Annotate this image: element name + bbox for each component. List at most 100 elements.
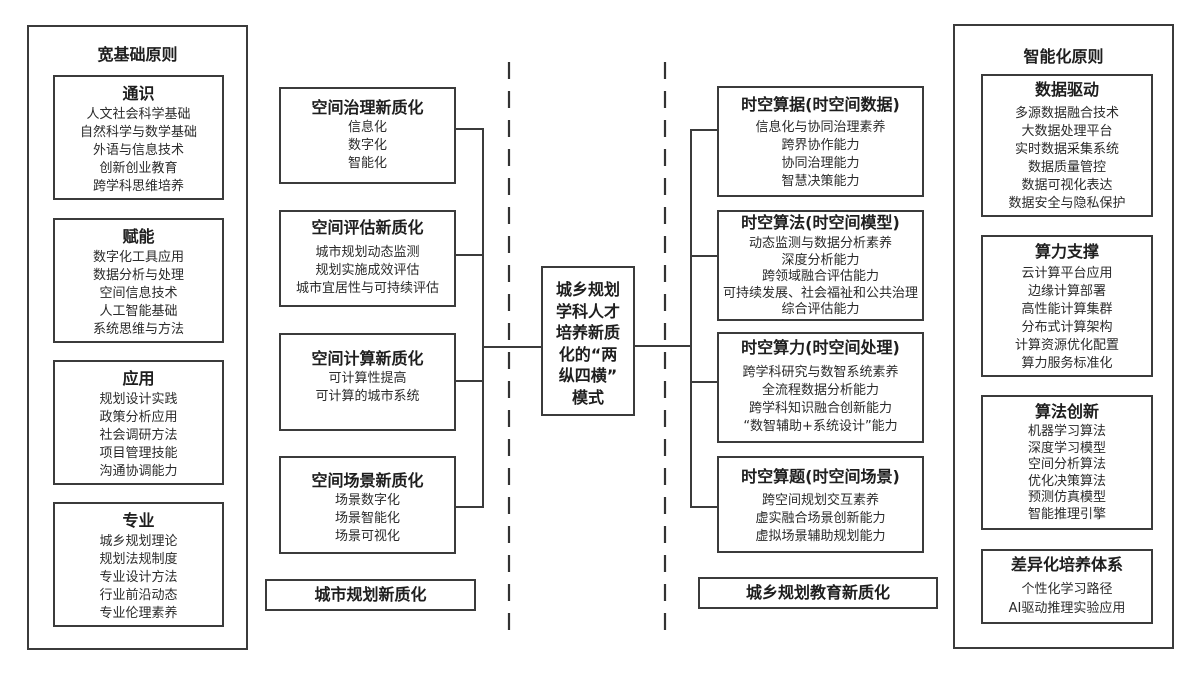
group-item: 个性化学习路径 (1021, 582, 1113, 597)
group-item: 预测仿真模型 (1027, 490, 1106, 506)
group-title: 通识 (122, 84, 155, 103)
group-item: AI驱动推理实验应用 (1008, 601, 1126, 616)
central-model-box: 城乡规划 学科人才 培养新质 化的“两 纵四横” 模式 (541, 266, 635, 416)
group-item: 专业伦理素养 (99, 606, 178, 621)
box-item: 深度分析能力 (781, 252, 860, 268)
box-spatiotemporal-data: 时空算据(时空间数据) 信息化与协同治理素养 跨界协作能力 协同治理能力 智慧决… (717, 86, 924, 197)
group-item: 多源数据融合技术 (1014, 106, 1119, 121)
group-item: 数据质量管控 (1027, 160, 1106, 175)
group-item: 分布式计算架构 (1021, 320, 1113, 335)
box-item: 可计算性提高 (328, 371, 407, 386)
box-item: 城市宜居性与可持续评估 (295, 281, 439, 296)
group-box-application: 应用 规划设计实践 政策分析应用 社会调研方法 项目管理技能 沟通协调能力 (53, 360, 224, 485)
box-spatiotemporal-model: 时空算法(时空间模型) 动态监测与数据分析素养 深度分析能力 跨领域融合评估能力… (717, 210, 924, 321)
group-item: 社会调研方法 (99, 428, 178, 443)
group-item: 人文社会科学基础 (86, 107, 191, 122)
box-spatiotemporal-scenario: 时空算题(时空间场景) 跨空间规划交互素养 虚实融合场景创新能力 虚拟场景辅助规… (717, 456, 924, 553)
box-title: 时空算法(时空间模型) (741, 213, 900, 232)
box-item: 规划实施成效评估 (315, 263, 420, 278)
box-spatial-governance: 空间治理新质化 信息化 数字化 智能化 (279, 87, 456, 184)
central-text-line: 化的“两 (558, 344, 618, 364)
group-item: 数字化工具应用 (92, 250, 184, 265)
group-box-algorithm-innovation: 算法创新 机器学习算法 深度学习模型 空间分析算法 优化决策算法 预测仿真模型 … (981, 395, 1153, 530)
central-text-line: 学科人才 (555, 301, 620, 321)
panel-title: 宽基础原则 (97, 45, 178, 64)
box-item: 智能化 (347, 156, 387, 171)
group-item: 算力服务标准化 (1021, 356, 1113, 371)
panel-title: 智能化原则 (1023, 47, 1104, 66)
group-item: 专业设计方法 (99, 570, 178, 585)
box-item: 信息化 (347, 120, 387, 135)
box-title: 空间治理新质化 (311, 98, 424, 117)
group-title: 赋能 (122, 227, 155, 246)
group-item: 跨学科思维培养 (92, 179, 184, 194)
box-spatial-computation: 空间计算新质化 可计算性提高 可计算的城市系统 (279, 333, 456, 431)
group-title: 数据驱动 (1034, 80, 1099, 99)
box-item: “数智辅助+系统设计”能力 (743, 419, 898, 434)
group-item: 项目管理技能 (99, 446, 178, 461)
group-title: 算力支撑 (1034, 242, 1099, 261)
group-item: 外语与信息技术 (92, 143, 184, 158)
box-item: 综合评估能力 (781, 302, 860, 318)
group-box-empowerment: 赋能 数字化工具应用 数据分析与处理 空间信息技术 人工智能基础 系统思维与方法 (53, 218, 224, 343)
planning-education-label: 城乡规划教育新质化 (698, 577, 938, 609)
box-title: 时空算据(时空间数据) (741, 95, 900, 114)
group-item: 空间分析算法 (1027, 457, 1106, 473)
group-title: 差异化培养体系 (1010, 555, 1123, 574)
group-item: 机器学习算法 (1027, 424, 1106, 439)
group-item: 沟通协调能力 (99, 464, 178, 479)
urban-planning-label: 城市规划新质化 (265, 579, 476, 611)
group-box-differentiated-training: 差异化培养体系 个性化学习路径 AI驱动推理实验应用 (981, 549, 1153, 624)
group-item: 智能推理引擎 (1027, 506, 1106, 522)
group-item: 规划法规制度 (99, 552, 178, 567)
central-text-line: 培养新质 (555, 323, 620, 342)
group-box-general-education: 通识 人文社会科学基础 自然科学与数学基础 外语与信息技术 创新创业教育 跨学科… (53, 75, 224, 200)
group-item: 计算资源优化配置 (1014, 338, 1119, 353)
group-item: 人工智能基础 (99, 304, 178, 319)
box-title: 空间场景新质化 (311, 471, 424, 490)
group-box-professional: 专业 城乡规划理论 规划法规制度 专业设计方法 行业前沿动态 专业伦理素养 (53, 502, 224, 627)
group-item: 高性能计算集群 (1021, 302, 1113, 317)
box-spatial-evaluation: 空间评估新质化 城市规划动态监测 规划实施成效评估 城市宜居性与可持续评估 (279, 210, 456, 307)
group-item: 政策分析应用 (99, 410, 178, 425)
group-item: 优化决策算法 (1027, 473, 1106, 489)
group-item: 数据分析与处理 (92, 268, 184, 283)
group-item: 数据可视化表达 (1021, 178, 1113, 193)
box-item: 跨空间规划交互素养 (761, 493, 879, 508)
box-item: 虚拟场景辅助规划能力 (755, 529, 886, 544)
group-title: 应用 (122, 369, 155, 388)
group-box-data-driven: 数据驱动 多源数据融合技术 大数据处理平台 实时数据采集系统 数据质量管控 数据… (981, 74, 1153, 217)
group-item: 深度学习模型 (1027, 440, 1106, 456)
box-item: 信息化与协同治理素养 (755, 120, 886, 135)
group-item: 系统思维与方法 (92, 322, 184, 337)
group-title: 专业 (122, 511, 155, 530)
box-item: 动态监测与数据分析素养 (748, 236, 892, 251)
box-spatial-scenario: 空间场景新质化 场景数字化 场景智能化 场景可视化 (279, 456, 456, 554)
box-title: 空间计算新质化 (311, 349, 424, 368)
group-item: 实时数据采集系统 (1014, 142, 1119, 157)
box-item: 场景数字化 (334, 493, 400, 508)
box-item: 可计算的城市系统 (315, 389, 420, 404)
group-item: 创新创业教育 (99, 161, 178, 176)
box-item: 协同治理能力 (781, 156, 860, 171)
box-item: 城市规划动态监测 (315, 245, 420, 260)
box-spatiotemporal-processing: 时空算力(时空间处理) 跨学科研究与数智系统素养 全流程数据分析能力 跨学科知识… (717, 332, 924, 443)
group-item: 大数据处理平台 (1021, 124, 1113, 139)
central-text-line: 城乡规划 (555, 280, 620, 299)
box-item: 跨界协作能力 (781, 138, 860, 153)
group-item: 边缘计算部署 (1027, 284, 1106, 299)
box-item: 智慧决策能力 (781, 174, 860, 189)
group-title: 算法创新 (1034, 402, 1099, 421)
group-item: 规划设计实践 (99, 392, 178, 407)
box-item: 全流程数据分析能力 (761, 383, 879, 398)
group-item: 城乡规划理论 (99, 534, 178, 549)
group-item: 云计算平台应用 (1021, 266, 1113, 281)
box-item: 场景智能化 (334, 511, 400, 526)
box-item: 数字化 (347, 138, 387, 153)
box-item: 虚实融合场景创新能力 (755, 511, 886, 526)
box-item: 跨领域融合评估能力 (761, 269, 879, 285)
box-item: 跨学科研究与数智系统素养 (742, 365, 899, 380)
group-item: 自然科学与数学基础 (79, 125, 197, 140)
